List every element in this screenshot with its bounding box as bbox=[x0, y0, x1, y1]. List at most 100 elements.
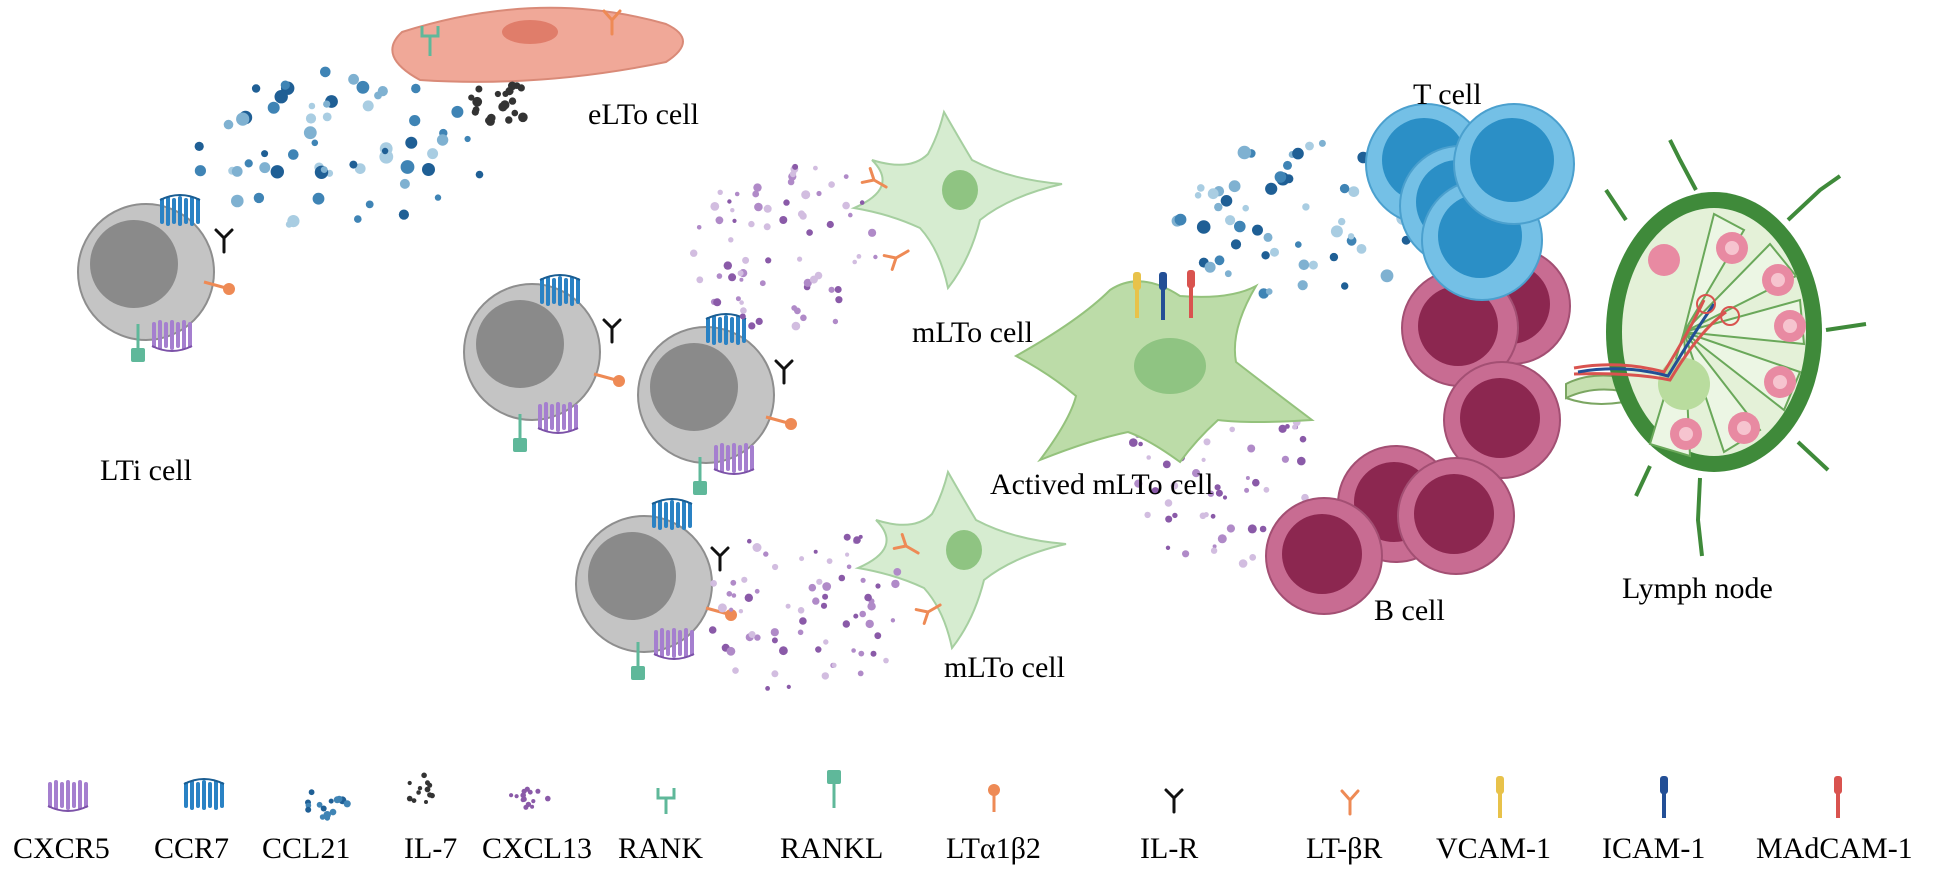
cxcl13-dot bbox=[851, 648, 856, 653]
legend-item-ccr7: CCR7 bbox=[154, 778, 229, 865]
cxcl13-dot bbox=[763, 223, 771, 231]
ccl21-dot bbox=[312, 192, 325, 205]
cxcl13-dot bbox=[779, 216, 788, 224]
lti-cell-middle-1 bbox=[463, 274, 627, 454]
cxcl13-dot bbox=[1182, 550, 1190, 558]
cxcl13-dot bbox=[727, 199, 732, 204]
ccl21-dot bbox=[1225, 215, 1236, 226]
ccl21-dot bbox=[236, 112, 250, 126]
ccl21-dot bbox=[1284, 174, 1294, 184]
cxcl13-dot bbox=[799, 556, 805, 562]
cxcl13-dot bbox=[755, 317, 763, 325]
ccl21-dot bbox=[1308, 260, 1318, 270]
ccl21-dot bbox=[365, 200, 374, 209]
cxcl13-dot bbox=[845, 552, 850, 557]
cxcl13-dot bbox=[838, 574, 846, 582]
ccl21-legend-dot bbox=[328, 798, 334, 804]
legend-label-rankl: RANKL bbox=[780, 832, 883, 865]
cxcl13-dot bbox=[786, 684, 791, 690]
cxcl13-dot bbox=[730, 579, 737, 586]
il7-dot bbox=[472, 96, 483, 107]
ccl21-dot bbox=[285, 221, 293, 228]
legend-label-rank: RANK bbox=[618, 832, 703, 865]
ccl21-legend-dot bbox=[320, 805, 327, 812]
cxcl13-dot bbox=[1245, 476, 1250, 480]
ccl21-icon bbox=[305, 789, 351, 821]
cxcl13-legend-dot bbox=[509, 793, 514, 798]
lta1b2-icon bbox=[988, 784, 1000, 812]
cxcl13-dot bbox=[1192, 469, 1201, 478]
ccl21-dot bbox=[349, 160, 358, 169]
madcam1-icon bbox=[1834, 776, 1842, 818]
cxcl13-legend-dot bbox=[523, 804, 529, 810]
cxcl13-dot bbox=[873, 254, 878, 260]
cxcl13-dot bbox=[1199, 512, 1207, 520]
cxcl13-dot bbox=[1210, 547, 1218, 554]
cxcl13-dot bbox=[710, 580, 717, 587]
cxcl13-dot bbox=[831, 662, 837, 668]
legend-label-il7: IL-7 bbox=[404, 832, 457, 865]
cxcl13-dot bbox=[1164, 499, 1173, 507]
cxcl13-dot bbox=[754, 588, 760, 594]
ccl21-dot bbox=[251, 84, 261, 93]
cxcl13-legend-dot bbox=[531, 799, 536, 804]
il7-legend-dot bbox=[424, 786, 431, 793]
cxcl13-dot bbox=[1162, 460, 1171, 469]
ccl21-dot bbox=[354, 163, 366, 175]
vcam1-icon bbox=[1496, 776, 1504, 818]
cxcl13-dot bbox=[1134, 479, 1143, 488]
ccl21-dot bbox=[1196, 220, 1211, 234]
ccl21-dot bbox=[194, 165, 206, 177]
cxcl13-dot bbox=[891, 579, 900, 589]
il7-dot bbox=[518, 112, 528, 123]
ccl21-dot bbox=[400, 160, 415, 174]
cxcl13-spray-lower bbox=[708, 533, 902, 691]
lymph-vessels bbox=[1604, 139, 1867, 557]
cxcl13-dot bbox=[859, 610, 866, 618]
lti-cell-middle-2 bbox=[637, 313, 799, 497]
il7-dot bbox=[508, 97, 517, 105]
ccl21-dot bbox=[303, 126, 317, 140]
legend-label-ltbr: LT-βR bbox=[1306, 832, 1382, 865]
il7-secretion-dots bbox=[468, 81, 528, 126]
cxcl13-dot bbox=[728, 237, 734, 243]
ccl21-dot bbox=[1283, 160, 1292, 170]
cxcl13-dot bbox=[717, 603, 727, 613]
il7-legend-dot bbox=[411, 798, 417, 803]
cxcl13-dot bbox=[826, 220, 834, 229]
il7-legend-dot bbox=[425, 780, 430, 786]
ccl21-dot bbox=[1207, 188, 1219, 200]
ccl21-dot bbox=[1305, 141, 1314, 151]
legend-label-madcam1: MAdCAM-1 bbox=[1756, 832, 1913, 865]
cxcl13-legend-dot bbox=[524, 786, 530, 792]
cxcl13-dot bbox=[1170, 481, 1179, 490]
cxcl13-dot bbox=[800, 314, 807, 322]
ccl21-dot bbox=[223, 119, 234, 130]
cxcl13-dot bbox=[816, 578, 823, 585]
legend-item-vcam1: VCAM-1 bbox=[1436, 776, 1551, 865]
cxcl13-dot bbox=[1229, 426, 1235, 433]
cxcl13-dot bbox=[822, 582, 832, 591]
cxcl13-dot bbox=[797, 256, 803, 262]
cxcl13-dot bbox=[748, 631, 756, 638]
cxcl13-dot bbox=[864, 593, 872, 602]
ccl21-dot bbox=[231, 194, 244, 208]
cxcl13-dot bbox=[890, 618, 896, 623]
il7-legend-dot bbox=[406, 795, 413, 802]
ccl21-dot bbox=[405, 136, 418, 149]
ccl21-dot bbox=[1270, 247, 1279, 257]
ccl21-dot bbox=[1298, 259, 1310, 271]
il7-dot bbox=[508, 81, 517, 91]
cxcl13-dot bbox=[865, 619, 874, 629]
cxcl13-dot bbox=[765, 257, 772, 264]
ccl21-dot bbox=[270, 165, 284, 179]
il7-dot bbox=[505, 116, 513, 124]
lt-beta-r-icon bbox=[1340, 789, 1360, 816]
cxcl13-dot bbox=[770, 628, 779, 637]
cxcl13-dot bbox=[828, 286, 835, 293]
il7-dot bbox=[485, 116, 493, 125]
il-r-icon bbox=[1164, 788, 1184, 814]
ccl21-dot bbox=[348, 73, 359, 85]
ccl21-legend-dot bbox=[305, 806, 312, 813]
